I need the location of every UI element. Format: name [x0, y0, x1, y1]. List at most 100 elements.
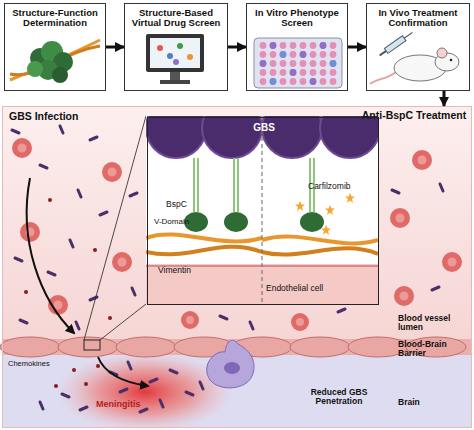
cell-label: Endothelial cell [266, 284, 366, 293]
endothelial-cell [116, 337, 176, 357]
vimentin-fiber [262, 248, 378, 254]
v-domain [224, 212, 248, 232]
red-blood-cell-center [396, 214, 405, 223]
protein-domain [27, 61, 43, 77]
molecule-dot [173, 59, 179, 65]
outcome-label: Reduced GBS Penetration [296, 388, 382, 406]
step-heading: In Vitro Phenotype Screen [249, 8, 345, 29]
mouse-tail [370, 72, 396, 84]
immune-cell [207, 340, 254, 388]
annotation-label: Chemokines [8, 360, 70, 368]
monitor-stand [170, 72, 180, 80]
inset-illustration [146, 116, 378, 304]
v-domain [300, 212, 324, 232]
zoom-leader-line [84, 116, 146, 340]
zoom-leader-line [100, 304, 146, 340]
protein-label: BspC [166, 200, 206, 209]
well [330, 60, 337, 67]
carfilzomib-molecule [345, 193, 355, 203]
molecule-dot [167, 53, 173, 59]
red-blood-cell-center [118, 258, 127, 267]
organism-label: GBS [246, 123, 282, 134]
red-blood-cell [181, 311, 199, 329]
computer-monitor [146, 34, 204, 84]
syringe-barrel [384, 36, 405, 54]
step-box: Structure-Function Determination [4, 3, 106, 91]
well [320, 42, 327, 49]
chemokine [54, 384, 58, 388]
well-plate [254, 38, 342, 88]
monitor-screen [150, 38, 200, 68]
molecule-dot [177, 43, 183, 49]
chemokine [108, 316, 112, 320]
step-box: In Vitro Phenotype Screen [246, 3, 348, 91]
plate [254, 38, 342, 88]
domain-label: V-Domain [154, 218, 194, 227]
red-blood-cell [394, 286, 414, 306]
chemokine [93, 248, 97, 252]
red-blood-cell [12, 138, 32, 158]
vimentin-fiber [146, 247, 262, 255]
red-blood-cell [442, 252, 462, 272]
condition-label: Meningitis [96, 400, 168, 410]
gbs-cell [320, 116, 378, 158]
endothelial-cell [0, 337, 60, 357]
chemokine [24, 290, 28, 294]
red-blood-cell-center [296, 318, 304, 326]
red-blood-cell-center [186, 316, 194, 324]
red-blood-cell [20, 222, 40, 242]
molecule-dot [157, 45, 163, 51]
well [260, 60, 267, 67]
chemokine [72, 368, 76, 372]
well [310, 78, 317, 85]
protein-label: Vimentin [158, 266, 218, 275]
region-label: Blood-Brain Barrier [398, 340, 470, 358]
drug-label: Carfilzomib [308, 182, 376, 191]
mouse-eye [450, 59, 453, 62]
mouse [370, 30, 459, 84]
divider-line [262, 116, 263, 304]
carfilzomib-molecule [321, 225, 331, 235]
chemokine [96, 364, 100, 368]
well [300, 51, 307, 58]
red-blood-cell-center [448, 258, 457, 267]
well [270, 78, 277, 85]
gbs-cell [202, 116, 262, 158]
well [270, 42, 277, 49]
step-heading: Structure-Function Determination [7, 8, 103, 29]
panel-heading: Anti-BspC Treatment [359, 110, 469, 121]
flow-arrow [106, 46, 124, 49]
carfilzomib-molecule [325, 205, 335, 215]
wells [258, 41, 338, 86]
red-blood-cell [291, 313, 309, 331]
monitor-base [160, 80, 190, 84]
molecule-dot [187, 54, 193, 60]
chemokine [48, 198, 52, 202]
region-label: Brain [398, 398, 470, 407]
penetration-arrow [98, 357, 148, 386]
gbs-cell [146, 116, 206, 158]
mouse-ear [437, 48, 447, 58]
syringe-plunger [380, 51, 387, 56]
endothelial-cell [58, 337, 118, 357]
carfilzomib-molecule [295, 201, 305, 211]
chemokine [84, 382, 88, 386]
red-blood-cell-center [108, 168, 117, 177]
well [290, 69, 297, 76]
syringe [378, 30, 414, 58]
region-label: Blood vessel lumen [398, 314, 470, 332]
panel-heading: GBS Infection [9, 111, 129, 122]
red-blood-cell-center [18, 144, 27, 153]
flow-arrow [228, 46, 246, 49]
meningitis-inflammation [57, 352, 233, 430]
immune-cell-nucleus [224, 362, 240, 374]
infection-panel: GBS Infection Anti-BspC TreatmentGBS BspC V… [2, 106, 472, 428]
step-box: Structure-Based Virtual Drug Screen [124, 3, 228, 91]
vimentin-fiber [146, 235, 262, 242]
step-heading: In Vivo Treatment Confirmation [369, 8, 467, 29]
step-box: In Vivo Treatment Confirmation [366, 3, 470, 91]
zoom-inset: GBS BspC V-DomainVimentinEndothelial cell C… [147, 117, 379, 305]
